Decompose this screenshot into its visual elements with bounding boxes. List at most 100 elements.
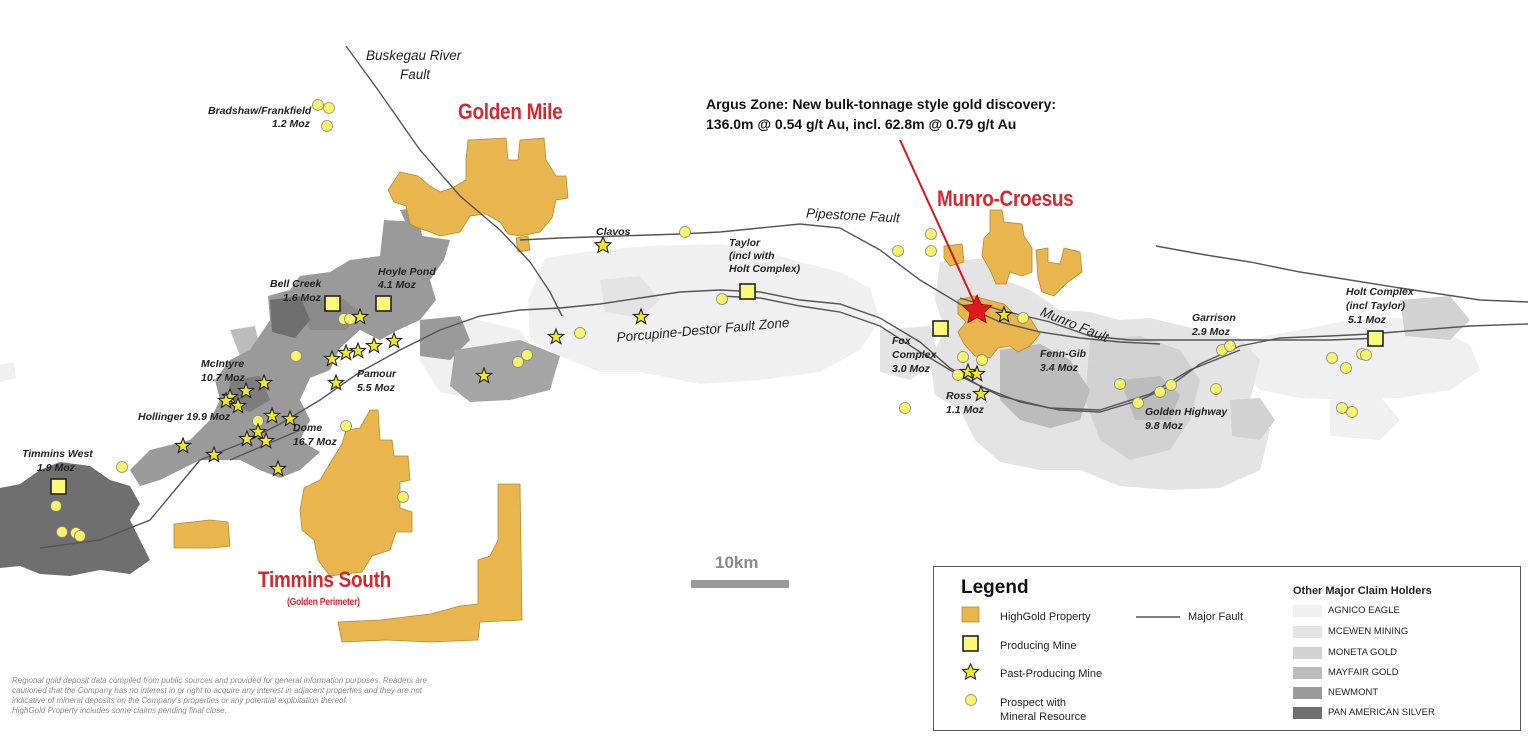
swatch-mayfair-gold xyxy=(1293,667,1322,679)
legend-highgold-property: HighGold Property xyxy=(1000,611,1091,623)
pipestone-fault xyxy=(519,223,1161,345)
legend-prospect-1: Prospect with xyxy=(1000,697,1067,709)
past-producing-mine-star xyxy=(236,381,256,399)
hoyle-pond-mine xyxy=(375,295,392,312)
past-producing-mines xyxy=(593,235,613,254)
label-clavos: Clavos xyxy=(596,226,631,238)
label-pamour-moz: 5.5 Moz xyxy=(357,382,395,394)
label-mcintyre-moz: 10.7 Moz xyxy=(201,372,245,384)
golden-perimeter-property xyxy=(337,483,523,643)
past-producing-mine-star xyxy=(971,384,991,402)
past-producing-mine-star xyxy=(280,409,300,427)
label-timmins-west-moz: 1.9 Moz xyxy=(37,462,75,474)
prospect-symbol xyxy=(965,694,977,706)
past-producing-symbol xyxy=(961,662,980,681)
region-timmins-south: Timmins South xyxy=(258,567,391,592)
scale-bar xyxy=(691,580,789,588)
label-dome: Dome xyxy=(293,422,323,434)
disclaimer-line-2: cautioned that the Company has no intere… xyxy=(12,686,423,695)
swatch-pan-american-silver xyxy=(1293,707,1322,719)
past-producing-mine-stars xyxy=(173,305,1014,477)
label-hoyle-pond: Hoyle Pond xyxy=(378,266,436,278)
holder-moneta-gold: MONETA GOLD xyxy=(1328,647,1397,658)
clavos-star xyxy=(593,235,613,254)
label-ross-moz: 1.1 Moz xyxy=(946,404,984,416)
bell-creek-mine xyxy=(324,295,341,312)
label-fenn-gib: Fenn-Gib xyxy=(1040,348,1087,360)
timmins-south-property xyxy=(299,409,413,577)
newmont-claims xyxy=(130,220,450,486)
holder-newmont: NEWMONT xyxy=(1328,687,1379,698)
past-producing-mine-star xyxy=(216,391,236,409)
label-timmins-west: Timmins West xyxy=(22,448,93,460)
callout-line-2: 136.0m @ 0.54 g/t Au, incl. 62.8m @ 0.79… xyxy=(706,116,1017,132)
past-producing-mine-star xyxy=(248,422,268,440)
label-dome-moz: 16.7 Moz xyxy=(293,436,337,448)
legend-symbols xyxy=(961,606,1180,706)
past-producing-mine-star xyxy=(237,429,257,447)
past-producing-mine-star xyxy=(268,459,288,477)
past-producing-mine-star xyxy=(350,307,370,325)
label-golden-highway: Golden Highway xyxy=(1145,406,1228,418)
legend-major-fault: Major Fault xyxy=(1188,611,1244,623)
label-garrison-moz: 2.9 Moz xyxy=(1192,326,1230,338)
disclaimer-line-4: HighGold Property includes some claims p… xyxy=(12,706,227,715)
legend-others-title: Other Major Claim Holders xyxy=(1293,585,1432,597)
label-fox-1: Fox xyxy=(892,335,911,347)
past-producing-mine-star xyxy=(631,307,651,325)
argus-zone-callout: Argus Zone: New bulk-tonnage style gold … xyxy=(706,94,1056,134)
holder-pan-american-silver: PAN AMERICAN SILVER xyxy=(1328,707,1435,718)
disclaimer: Regional gold deposit data compiled from… xyxy=(12,676,474,716)
swatch-agnico-eagle xyxy=(1293,605,1322,617)
fox-complex-mine xyxy=(932,320,949,337)
munro-croesus-property xyxy=(981,209,1033,285)
past-producing-mine-star xyxy=(967,364,987,382)
swatch-newmont xyxy=(1293,687,1322,699)
producing-mines xyxy=(50,283,1384,495)
holder-mayfair-gold: MAYFAIR GOLD xyxy=(1328,667,1399,678)
legend-producing-mine: Producing Mine xyxy=(1000,640,1077,652)
past-producing-mine-star xyxy=(958,362,978,380)
past-producing-mine-star xyxy=(994,305,1014,323)
label-pamour: Pamour xyxy=(357,368,397,380)
agnico-eagle-claims xyxy=(528,244,880,384)
holder-mcewen-mining: MCEWEN MINING xyxy=(1328,626,1409,637)
timmins-west-mine xyxy=(50,478,67,495)
prospects xyxy=(50,99,1372,542)
label-garrison: Garrison xyxy=(1192,312,1236,324)
region-timmins-south-sub: (Golden Perimeter) xyxy=(287,597,360,608)
label-mcintyre: McIntyre xyxy=(201,358,245,370)
golden-mile-property xyxy=(387,137,569,237)
argus-discovery-star xyxy=(961,294,993,324)
label-holt-moz: 5.1 Moz xyxy=(1348,314,1386,326)
label-taylor-1: Taylor xyxy=(729,237,761,249)
holt-complex-mine xyxy=(1367,330,1384,347)
buskegau-river-fault xyxy=(345,45,563,317)
past-producing-mine-star xyxy=(348,341,368,359)
label-bell-creek: Bell Creek xyxy=(270,278,322,290)
label-bradshaw: Bradshaw/Frankfield xyxy=(208,105,312,117)
region-golden-mile: Golden Mile xyxy=(458,99,563,124)
region-munro-croesus: Munro-Croesus xyxy=(937,186,1074,211)
label-holt-1: Holt Complex xyxy=(1346,286,1414,298)
swatch-moneta-gold xyxy=(1293,647,1322,659)
past-producing-mine-star xyxy=(364,336,384,354)
past-producing-mine-star xyxy=(256,431,276,449)
past-producing-mine-star xyxy=(173,436,193,454)
pan-american-silver-claims xyxy=(0,462,150,576)
past-producing-mine-star xyxy=(326,373,346,391)
label-fox-moz: 3.0 Moz xyxy=(892,363,930,375)
disclaimer-line-3: indicative of mineral deposits on the Co… xyxy=(12,696,348,705)
past-producing-mine-star xyxy=(254,373,274,391)
label-bell-creek-moz: 1.6 Moz xyxy=(283,292,321,304)
fault-label-buskegau-2: Fault xyxy=(400,67,431,82)
past-producing-mine-star xyxy=(546,327,566,345)
porcupine-destor-fault xyxy=(39,289,1529,549)
scale-label: 10km xyxy=(715,553,759,572)
highgold-swatch xyxy=(961,606,980,623)
past-producing-mine-star xyxy=(474,366,494,384)
past-producing-mine-star xyxy=(228,396,248,414)
label-hollinger: Hollinger 19.9 Moz xyxy=(138,411,231,423)
past-producing-mine-star xyxy=(262,406,282,424)
